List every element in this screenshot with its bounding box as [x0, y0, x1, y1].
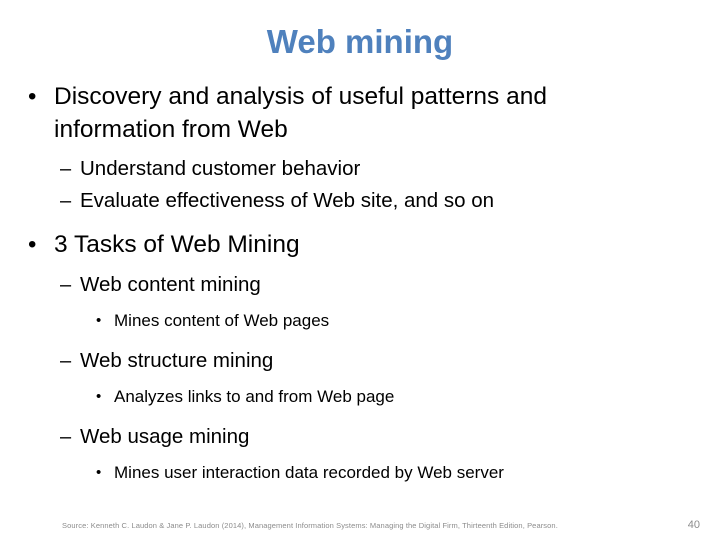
bullet-level3-mines-user-interaction: • Mines user interaction data recorded b… — [0, 460, 720, 486]
bullet-level1-text: 3 Tasks of Web Mining — [54, 231, 300, 258]
spacer — [0, 336, 720, 346]
spacer — [0, 218, 720, 228]
bullet-level2-text: Understand customer behavior — [80, 157, 361, 180]
bullet-level2-understand-customer: – Understand customer behavior — [0, 154, 720, 184]
bullet-dot-icon: • — [96, 464, 102, 481]
slide-body: • Discovery and analysis of useful patte… — [0, 80, 720, 488]
bullet-dash-icon: – — [60, 350, 72, 372]
bullet-dot-icon: • — [28, 231, 37, 258]
bullet-dot-icon: • — [96, 388, 102, 405]
bullet-level2-web-usage-mining: – Web usage mining — [0, 422, 720, 452]
bullet-dash-icon: – — [60, 158, 72, 180]
bullet-level1-text: Discovery and analysis of useful pattern… — [54, 83, 547, 143]
bullet-level3-text: Mines content of Web pages — [114, 311, 330, 330]
bullet-level3-analyzes-links: • Analyzes links to and from Web page — [0, 384, 720, 410]
page-title: Web mining — [266, 23, 454, 60]
bullet-level3-text: Mines user interaction data recorded by … — [114, 463, 504, 482]
bullet-level2-text: Evaluate effectiveness of Web site, and … — [80, 189, 495, 212]
bullet-level2-evaluate-effectiveness: – Evaluate effectiveness of Web site, an… — [0, 186, 720, 216]
bullet-level1-discovery: • Discovery and analysis of useful patte… — [0, 80, 720, 146]
bullet-level2-text: Web content mining — [80, 273, 261, 296]
source-citation: Source: Kenneth C. Laudon & Jane P. Laud… — [62, 521, 558, 530]
bullet-level2-text: Web structure mining — [80, 349, 274, 372]
spacer — [0, 412, 720, 422]
bullet-dash-icon: – — [60, 190, 72, 212]
bullet-dot-icon: • — [96, 312, 102, 329]
bullet-dash-icon: – — [60, 426, 72, 448]
bullet-level2-text: Web usage mining — [80, 425, 250, 448]
slide-number: 40 — [687, 519, 700, 531]
bullet-level1-three-tasks: • 3 Tasks of Web Mining — [0, 228, 720, 262]
bullet-level2-web-structure-mining: – Web structure mining — [0, 346, 720, 376]
bullet-level2-web-content-mining: – Web content mining — [0, 270, 720, 300]
bullet-dot-icon: • — [28, 83, 37, 110]
bullet-dash-icon: – — [60, 274, 72, 296]
bullet-level3-text: Analyzes links to and from Web page — [114, 387, 395, 406]
bullet-level3-mines-content: • Mines content of Web pages — [0, 308, 720, 334]
